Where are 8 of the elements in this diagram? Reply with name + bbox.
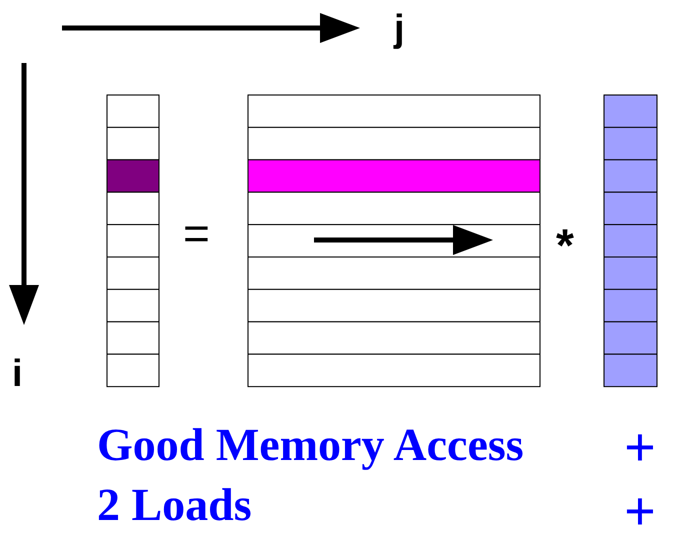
caption-text: Good Memory Access [97, 422, 524, 468]
equals-sign: = [183, 210, 210, 256]
plus-sign: + [624, 420, 656, 476]
multiply-sign: * [556, 222, 574, 268]
plus-sign: + [624, 484, 656, 534]
caption-text: 2 Loads [97, 482, 252, 528]
axis-label: j [394, 10, 405, 48]
axis-label: i [12, 355, 23, 393]
